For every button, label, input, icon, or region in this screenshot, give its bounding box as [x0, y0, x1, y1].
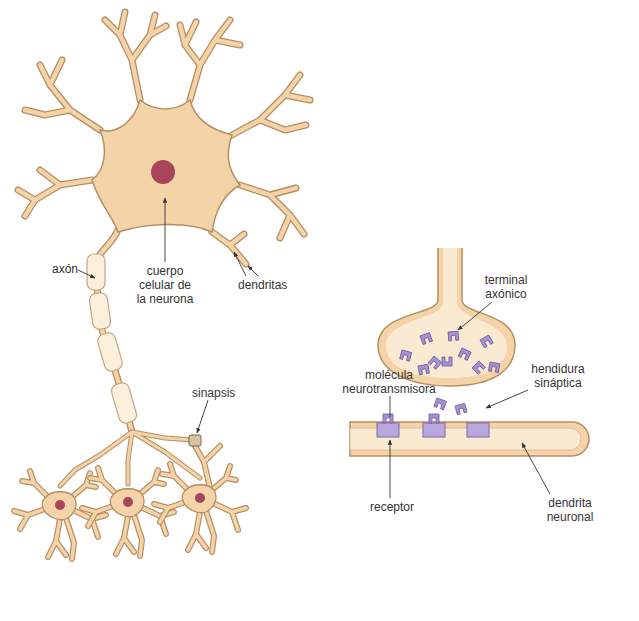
- leader-line: [78, 270, 95, 278]
- postsynaptic-dendrite: [350, 422, 589, 456]
- bound-neurotransmitter: [429, 414, 439, 423]
- receptor-site: [423, 423, 445, 437]
- neurotransmitter: [418, 364, 429, 375]
- part-label: terminal axónico: [470, 273, 542, 301]
- cell-body: [92, 100, 240, 232]
- leader-line: [197, 400, 208, 433]
- dendrite-outline: [154, 464, 246, 552]
- neurotransmitter: [434, 398, 446, 410]
- target-neuron: [154, 444, 246, 552]
- part-label: axón: [36, 262, 78, 276]
- bound-neurotransmitter: [383, 414, 393, 423]
- dendrite-fill: [154, 464, 246, 552]
- dendrite-fill: [194, 444, 220, 488]
- dendrite-fill: [82, 468, 174, 556]
- myelin-segment: [110, 381, 138, 424]
- cell-body: [42, 492, 76, 520]
- axon-terminal-inner: [386, 248, 507, 378]
- part-label: cuerpo celular de la neurona: [134, 264, 196, 306]
- part-label: dendrita neuronal: [530, 496, 610, 524]
- neurotransmitter: [472, 361, 485, 374]
- leader-line: [458, 302, 492, 330]
- dendrite-outline: [82, 468, 174, 556]
- target-neuron: [82, 468, 174, 556]
- neurotransmitter: [400, 350, 412, 361]
- leader-line: [390, 440, 391, 498]
- nucleus: [151, 160, 175, 184]
- leader-line: [486, 390, 528, 408]
- dendrite-outline: [18, 12, 310, 264]
- neurotransmitter: [458, 348, 471, 360]
- neurotransmitter: [448, 331, 459, 341]
- myelin-segment: [87, 254, 105, 290]
- nucleus: [123, 497, 133, 507]
- cell-body: [110, 489, 144, 517]
- dendrite-outline: [194, 444, 220, 488]
- part-label: sinapsis: [192, 386, 252, 400]
- part-label: hendidura sináptica: [516, 362, 600, 390]
- neurotransmitter: [455, 403, 467, 414]
- nucleus: [55, 500, 65, 510]
- cell-body: [182, 485, 216, 513]
- leader-lines: [78, 198, 550, 498]
- myelin-segment: [96, 331, 124, 372]
- myelin-segment: [89, 292, 112, 330]
- receptor-site: [377, 423, 399, 437]
- leader-line: [165, 198, 166, 262]
- neurotransmitter: [480, 335, 493, 348]
- part-label: dendritas: [238, 278, 308, 292]
- nucleus: [195, 493, 205, 503]
- receptor-site: [467, 423, 489, 437]
- part-label: receptor: [362, 500, 422, 514]
- leader-line: [234, 252, 246, 276]
- neurotransmitter: [420, 333, 432, 345]
- synapse-marker: [189, 435, 201, 446]
- leader-line: [248, 266, 258, 276]
- neurotransmitter: [488, 362, 499, 373]
- neurotransmitter: [428, 356, 441, 369]
- part-label: molécula neurotransmisora: [330, 368, 448, 396]
- leader-line: [522, 443, 550, 494]
- neurotransmitter: [442, 357, 452, 366]
- leader-line: [390, 396, 391, 417]
- dendrite-fill: [18, 12, 310, 264]
- neurotransmitter-group: [400, 331, 500, 415]
- axon-terminal: [378, 248, 515, 386]
